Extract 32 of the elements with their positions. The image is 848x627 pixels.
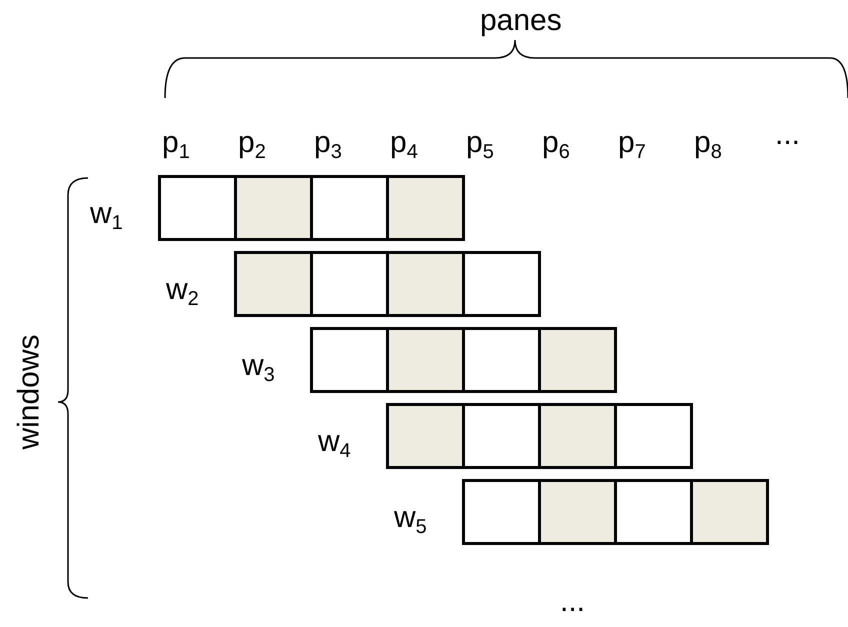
cell-row [158, 175, 465, 241]
window-label: w$_{4}$ [318, 425, 351, 459]
cell-row [310, 327, 617, 393]
shaded-cell [234, 178, 310, 238]
axis-title: windows [12, 334, 47, 450]
pane-label: p$_{6}$ [542, 126, 570, 160]
shaded-cell [234, 254, 310, 314]
window-label: w$_{3}$ [242, 349, 275, 383]
shaded-cell [538, 330, 617, 390]
window-label: w$_{5}$ [394, 501, 427, 535]
window-label: w$_{1}$ [90, 197, 123, 231]
shaded-cell [690, 482, 769, 542]
shaded-cell [386, 330, 462, 390]
shaded-cell [386, 406, 462, 466]
cell-row [462, 479, 769, 545]
axis-title: panes [480, 4, 562, 38]
ellipsis: ... [560, 585, 586, 619]
ellipsis: ... [775, 118, 800, 152]
pane-label: p$_{5}$ [466, 126, 494, 160]
pane-label: p$_{8}$ [694, 126, 722, 160]
pane-label: p$_{7}$ [618, 126, 646, 160]
shaded-cell [538, 482, 614, 542]
cell-row [386, 403, 693, 469]
shaded-cell [386, 178, 465, 238]
window-label: w$_{2}$ [166, 273, 199, 307]
pane-label: p$_{2}$ [238, 126, 266, 160]
shaded-cell [386, 254, 462, 314]
cell-row [234, 251, 541, 317]
pane-label: p$_{3}$ [314, 126, 342, 160]
shaded-cell [538, 406, 614, 466]
pane-label: p$_{1}$ [162, 126, 190, 160]
pane-label: p$_{4}$ [390, 126, 418, 160]
